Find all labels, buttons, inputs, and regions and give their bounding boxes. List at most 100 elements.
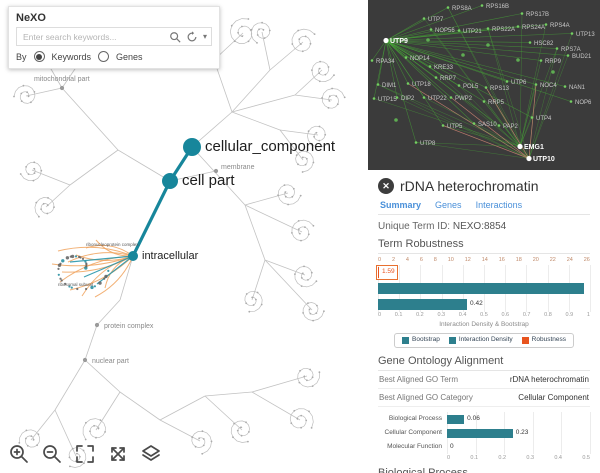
network-node[interactable] (414, 141, 418, 144)
network-node-label[interactable]: DIP2 (401, 96, 415, 102)
network-node[interactable] (484, 86, 488, 89)
network-node[interactable] (428, 65, 432, 68)
network-node[interactable] (563, 85, 567, 88)
network-node-label[interactable]: UTP21 (463, 29, 482, 35)
close-icon[interactable]: ✕ (378, 178, 394, 194)
network-node-label[interactable]: RPS22A (492, 27, 515, 33)
network-node-label[interactable]: UTP8 (420, 141, 436, 147)
network-node-label[interactable]: RPS17B (526, 12, 549, 18)
network-node[interactable] (530, 116, 534, 119)
tab-interactions[interactable]: Interactions (475, 200, 523, 210)
ontology-node-nuclear_part[interactable] (82, 357, 88, 363)
network-node[interactable] (520, 12, 524, 15)
network-node-label[interactable]: RPS24A (522, 25, 545, 31)
network-node[interactable] (526, 155, 532, 162)
network-node[interactable] (555, 47, 559, 50)
tab-summary[interactable]: Summary (380, 200, 422, 210)
network-node[interactable] (480, 4, 484, 7)
ontology-node-mitochondrial_part[interactable] (59, 85, 65, 91)
network-node[interactable] (376, 83, 380, 86)
network-node-label[interactable]: POL5 (463, 84, 479, 90)
refresh-icon[interactable] (186, 30, 199, 43)
network-node[interactable] (528, 41, 532, 44)
network-node-label[interactable]: HSC82 (534, 41, 554, 47)
network-node-label[interactable]: RPS4A (550, 23, 570, 29)
network-node[interactable] (406, 82, 410, 85)
network-node-label[interactable]: UTP10 (533, 156, 555, 163)
zoom-in-button[interactable] (8, 443, 30, 465)
network-node[interactable] (482, 100, 486, 103)
network-node-label[interactable]: NOP6 (575, 100, 592, 106)
search-input[interactable] (21, 30, 165, 43)
network-node-label[interactable]: RRP7 (440, 76, 457, 82)
network-node-label[interactable]: RPS13 (490, 86, 510, 92)
ontology-node-intracellular[interactable] (128, 251, 138, 261)
network-node-label[interactable]: EMG1 (524, 144, 544, 151)
network-node-label[interactable]: UTP22 (428, 96, 447, 102)
network-node[interactable] (569, 100, 573, 103)
network-node-label[interactable]: NOC4 (540, 83, 557, 89)
network-node[interactable] (539, 59, 543, 62)
network-node-label[interactable]: RPS7A (561, 47, 581, 53)
network-node[interactable] (505, 80, 509, 83)
network-node-label[interactable]: NOP56 (435, 28, 455, 34)
dropdown-caret-icon[interactable]: ▾ (202, 32, 207, 41)
network-node[interactable] (457, 84, 461, 87)
network-node-label[interactable]: UTP9 (390, 38, 408, 45)
network-node-label[interactable]: UTP7 (428, 17, 444, 23)
network-node-label[interactable]: PAP2 (503, 124, 519, 130)
network-node[interactable] (517, 143, 523, 150)
network-node-label[interactable]: RPA34 (376, 59, 395, 65)
ontology-node-protein_complex[interactable] (94, 322, 100, 328)
fit-content-button[interactable] (74, 443, 96, 465)
network-node-label[interactable]: UTP5 (447, 124, 463, 130)
network-node[interactable] (446, 6, 450, 9)
network-node[interactable] (570, 32, 574, 35)
network-node-label[interactable]: UTP15 (378, 97, 397, 103)
network-node[interactable] (472, 122, 476, 125)
network-node-label[interactable]: NAN1 (569, 85, 586, 91)
network-node[interactable] (422, 17, 426, 20)
network-node[interactable] (534, 83, 538, 86)
network-node[interactable] (395, 96, 399, 99)
network-node-label[interactable]: RRP9 (545, 59, 562, 65)
network-node[interactable] (383, 37, 389, 44)
network-node[interactable] (404, 56, 408, 59)
network-node[interactable] (372, 97, 376, 100)
network-node[interactable] (422, 96, 426, 99)
network-node[interactable] (497, 124, 501, 127)
layers-button[interactable] (140, 443, 162, 465)
network-node-label[interactable]: NOP14 (410, 56, 430, 62)
zoom-out-button[interactable] (41, 443, 63, 465)
network-node-label[interactable]: RPS8A (452, 6, 472, 12)
network-node[interactable] (516, 25, 520, 28)
tab-genes[interactable]: Genes (435, 200, 462, 210)
network-node[interactable] (434, 76, 438, 79)
radio-keywords[interactable] (33, 51, 45, 62)
network-node-label[interactable]: SAS10 (478, 122, 497, 128)
network-node[interactable] (486, 27, 490, 30)
network-node[interactable] (370, 59, 374, 62)
network-node-label[interactable]: UTP6 (511, 80, 527, 86)
ontology-node-cellular_component[interactable] (183, 138, 201, 156)
network-node-label[interactable]: UTP13 (576, 32, 595, 38)
network-node[interactable] (544, 23, 548, 26)
network-node-label[interactable]: PWP2 (455, 96, 473, 102)
search-box[interactable]: ▾ (16, 27, 212, 46)
network-node-label[interactable]: UTP18 (412, 82, 431, 88)
ontology-node-membrane[interactable] (213, 168, 219, 174)
network-node[interactable] (457, 29, 461, 32)
network-node-label[interactable]: BUD21 (572, 54, 592, 60)
network-node-label[interactable]: UTP4 (536, 116, 552, 122)
network-node-label[interactable]: KRE33 (434, 65, 454, 71)
network-node[interactable] (441, 124, 445, 127)
network-node-label[interactable]: DIM1 (382, 83, 397, 89)
network-node-label[interactable]: RRP5 (488, 100, 505, 106)
search-icon[interactable] (169, 30, 182, 43)
network-node[interactable] (566, 54, 570, 57)
network-node[interactable] (449, 96, 453, 99)
network-node[interactable] (429, 28, 433, 31)
expand-arrows-button[interactable] (107, 443, 129, 465)
